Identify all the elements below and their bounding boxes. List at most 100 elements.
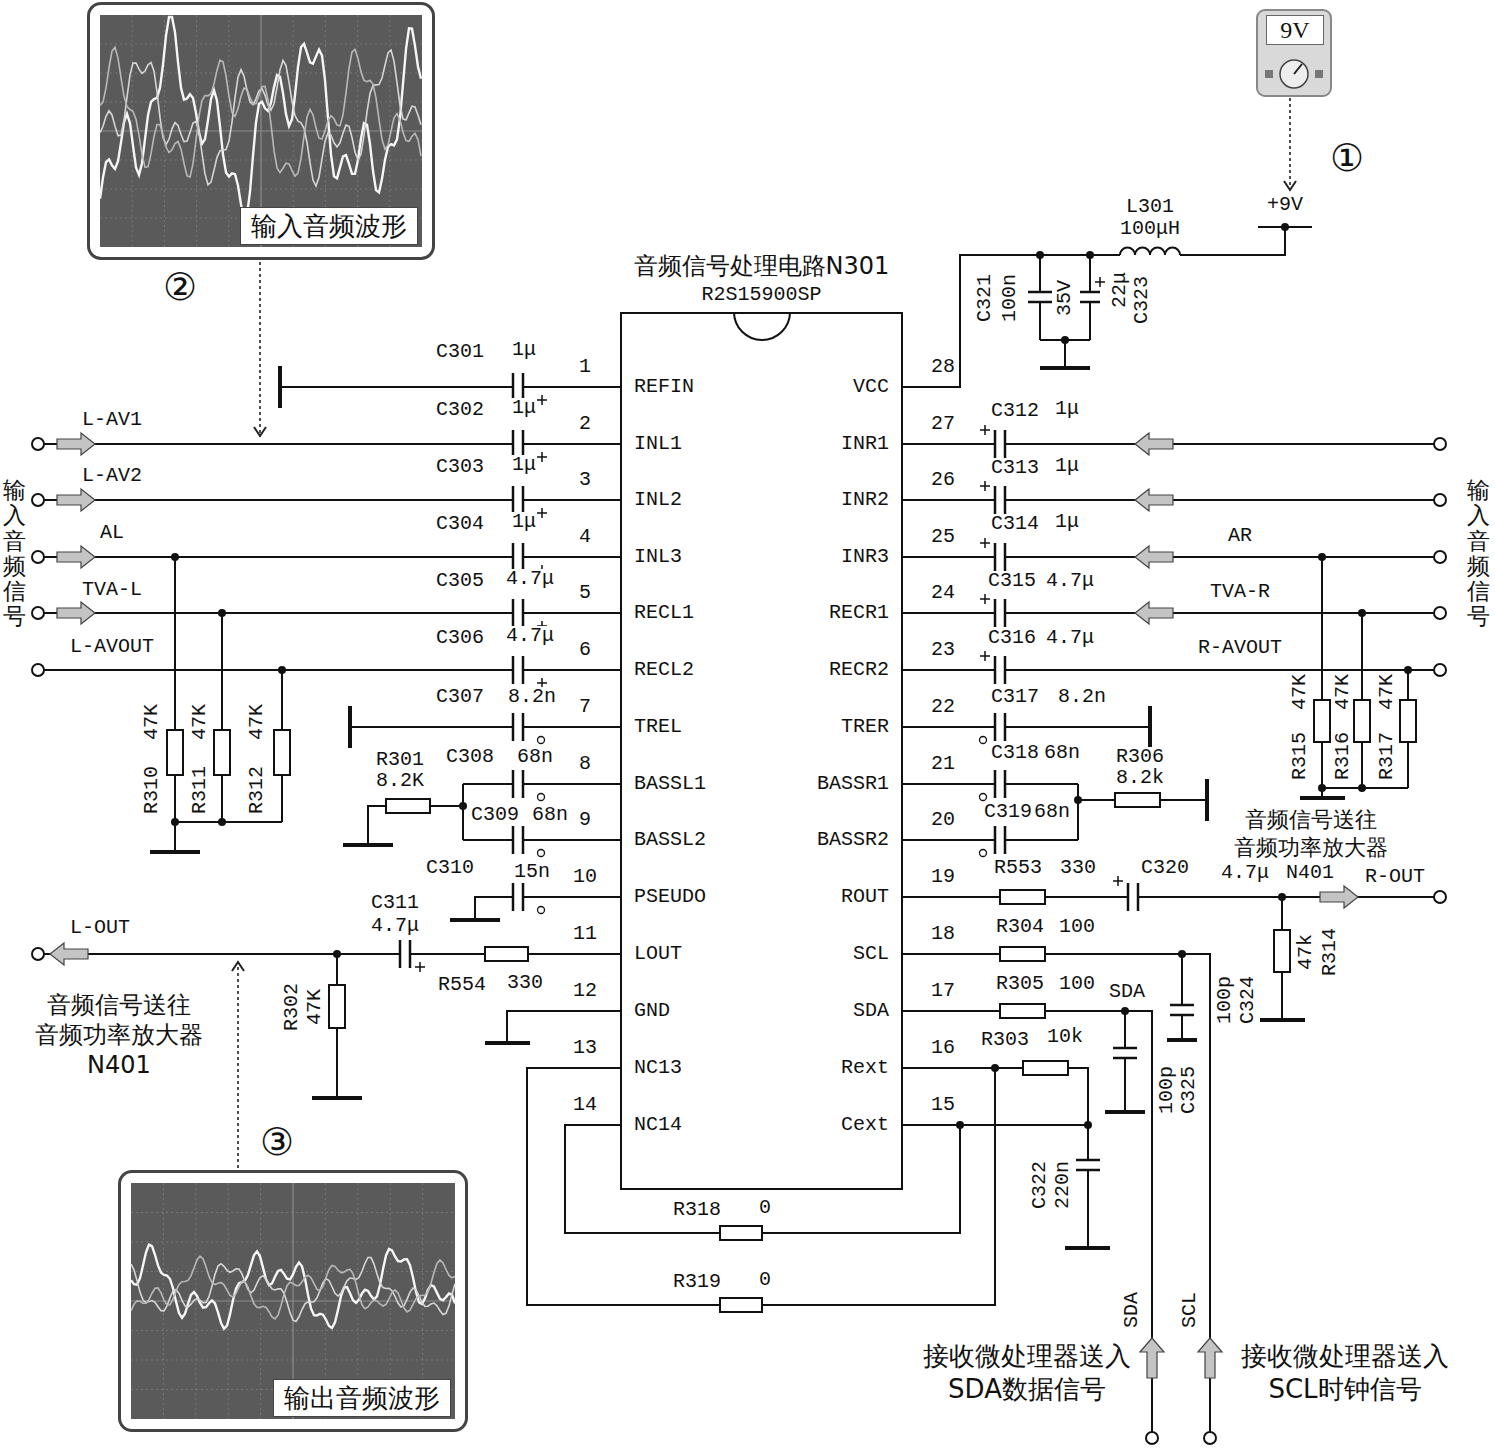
capacitor-plate xyxy=(522,656,525,684)
junction-dot xyxy=(218,609,226,617)
capacitor-plate xyxy=(512,713,515,741)
junction-dot xyxy=(956,1121,964,1129)
part-label: 68n xyxy=(531,805,569,825)
film-cap-mark xyxy=(538,907,545,914)
capacitor-plate xyxy=(512,599,515,627)
pin-name: BASSR1 xyxy=(817,774,889,794)
capacitor-plate xyxy=(522,486,525,514)
part-label: C307 xyxy=(435,687,485,707)
part-label: 100μH xyxy=(1119,219,1181,239)
part-label: 330 xyxy=(506,973,544,993)
capacitor-plate xyxy=(522,599,525,627)
capacitor-plate xyxy=(1113,1047,1137,1050)
waveform-photo: 输入音频波形 xyxy=(87,2,435,260)
part-label: R302 xyxy=(282,982,302,1032)
wire xyxy=(1005,783,1078,785)
callout-number: ① xyxy=(1325,134,1369,182)
signal-arrow xyxy=(1198,1338,1222,1378)
capacitor-plate xyxy=(1004,430,1007,458)
wire xyxy=(1407,742,1409,788)
capacitor-plate xyxy=(522,373,525,401)
wire xyxy=(1005,839,1078,841)
wire xyxy=(1078,799,1115,801)
part-label: R314 xyxy=(1320,927,1340,977)
pin-number: 28 xyxy=(930,357,956,377)
signal-arrow xyxy=(50,943,88,965)
grid-line xyxy=(100,44,422,45)
wire xyxy=(523,783,620,785)
part-label: R-AVOUT xyxy=(1197,638,1283,658)
part-label: 35V xyxy=(1055,279,1075,317)
junction-dot xyxy=(1278,893,1286,901)
terminal-circle xyxy=(1434,551,1446,563)
ground-symbol xyxy=(1065,1246,1110,1250)
wire xyxy=(336,954,338,985)
wire-group xyxy=(32,98,1446,1444)
pin-name: BASSR2 xyxy=(817,830,889,850)
terminal-circle xyxy=(1434,891,1446,903)
ground-symbol xyxy=(485,1041,530,1045)
pin-name: Cext xyxy=(841,1115,889,1135)
wire xyxy=(903,499,995,501)
pin-number: 21 xyxy=(930,754,956,774)
wire xyxy=(463,783,513,785)
inductor-symbol xyxy=(1120,248,1180,256)
film-cap-mark xyxy=(538,850,545,857)
terminal-circle xyxy=(32,607,44,619)
ground-symbol xyxy=(1040,366,1090,370)
wire xyxy=(44,443,513,445)
part-label: 4.7μ xyxy=(505,569,555,589)
ground-symbol xyxy=(1260,1018,1305,1022)
junction-dot xyxy=(1074,796,1082,804)
part-label: 15n xyxy=(513,862,551,882)
callout-number: ② xyxy=(158,263,202,311)
junction-dot xyxy=(1358,609,1366,617)
part-label: 47K xyxy=(1333,673,1353,711)
wire xyxy=(903,839,995,841)
wire xyxy=(1181,1015,1183,1040)
capacitor-plate xyxy=(512,883,515,911)
signal-arrow xyxy=(57,433,95,455)
polarity-mark xyxy=(980,538,990,548)
capacitor-plate xyxy=(994,543,997,571)
pin-number: 19 xyxy=(930,867,956,887)
part-label: 22μ xyxy=(1110,271,1130,309)
pin-name: INL2 xyxy=(634,490,682,510)
film-cap-mark xyxy=(538,737,545,744)
capacitor-plate xyxy=(994,486,997,514)
wire xyxy=(1068,1068,1088,1125)
resistor-symbol xyxy=(1115,793,1160,807)
pin-number: 27 xyxy=(930,414,956,434)
leader-line xyxy=(259,262,261,436)
audio-trace xyxy=(131,1245,455,1329)
grid-line xyxy=(131,1360,455,1361)
meter-jack xyxy=(1265,70,1273,78)
ground-symbol xyxy=(348,706,352,748)
part-label: 4.7μ xyxy=(505,626,555,646)
part-label: R-OUT xyxy=(1364,867,1426,887)
polarity-mark xyxy=(537,452,547,462)
pin-name: REFIN xyxy=(634,377,694,397)
part-label: 4.7μ xyxy=(1045,628,1095,648)
capacitor-plate xyxy=(512,430,515,458)
capacitor-plate xyxy=(1127,883,1130,911)
terminal-circle xyxy=(1146,1432,1158,1444)
resistor-symbol xyxy=(386,799,430,813)
wire xyxy=(527,1068,720,1305)
audio-trace xyxy=(100,17,421,218)
pin-name: NC14 xyxy=(634,1115,682,1135)
part-label: 100 xyxy=(1058,917,1096,937)
wire xyxy=(1180,227,1285,255)
pin-number: 24 xyxy=(930,583,956,603)
capacitor-plate xyxy=(994,826,997,854)
note-text: 接收微处理器送入 SCL时钟信号 xyxy=(1226,1340,1464,1405)
wire xyxy=(281,670,283,730)
capacitor-plate xyxy=(994,770,997,798)
terminal-circle xyxy=(1204,1432,1216,1444)
terminal-circle xyxy=(32,551,44,563)
callout-number: ① xyxy=(1325,134,1369,182)
part-label: TVA-R xyxy=(1209,582,1271,602)
part-label: L-OUT xyxy=(69,918,131,938)
part-label: C322 xyxy=(1030,1160,1050,1210)
part-label: L-AV2 xyxy=(81,466,143,486)
